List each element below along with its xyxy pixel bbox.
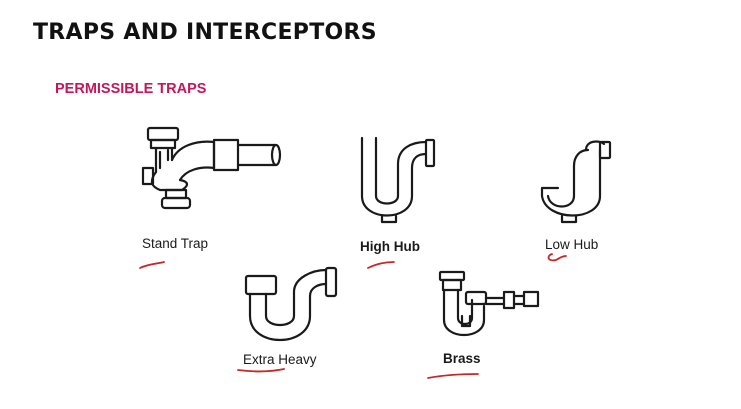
underline-extra-heavy: [237, 368, 285, 373]
underline-stand-trap: [139, 261, 165, 269]
slide-title: TRAPS AND INTERCEPTORS: [33, 20, 377, 45]
high-hub-trap-drawing: [360, 136, 436, 224]
underline-low-hub: [547, 253, 567, 262]
slide-subtitle: PERMISSIBLE TRAPS: [55, 81, 207, 97]
extra-heavy-label: Extra Heavy: [243, 352, 317, 367]
brass-label: Brass: [443, 351, 481, 366]
brass-trap-drawing: [438, 270, 540, 336]
low-hub-label: Low Hub: [545, 237, 599, 252]
stand-trap-label: Stand Trap: [142, 236, 209, 251]
low-hub-trap-drawing: [540, 140, 612, 224]
underline-brass: [427, 373, 479, 379]
stand-trap-drawing: [141, 126, 282, 210]
high-hub-label: High Hub: [360, 239, 420, 254]
underline-high-hub: [367, 261, 395, 269]
extra-heavy-trap-drawing: [244, 266, 338, 342]
